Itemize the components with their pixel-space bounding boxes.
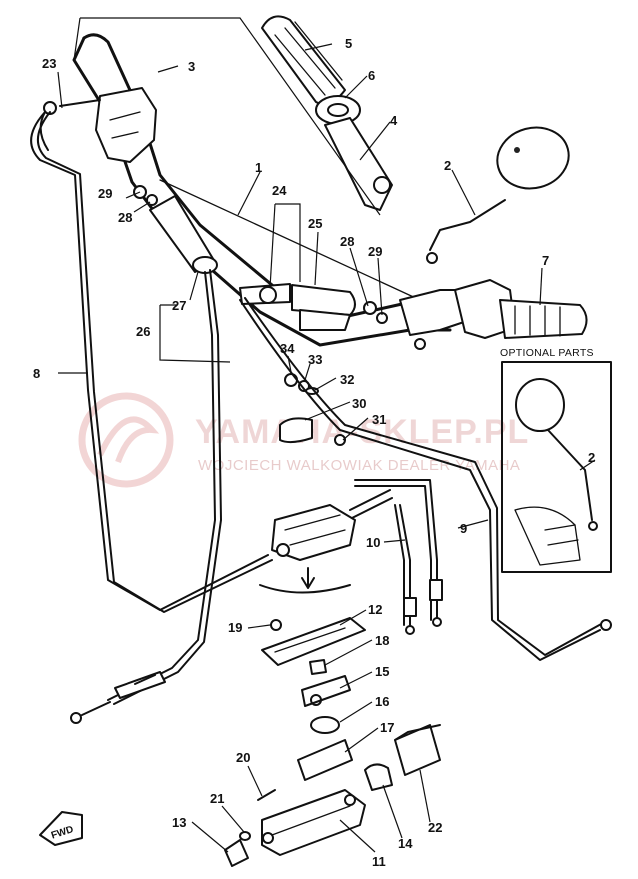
callout-21: 21 bbox=[210, 791, 224, 806]
part-17 bbox=[297, 739, 353, 781]
part-19 bbox=[270, 619, 282, 631]
center-cable-grip bbox=[239, 283, 388, 331]
watermark-title: YAMAHA-SKLEP.PL bbox=[195, 413, 529, 451]
cables bbox=[30, 111, 612, 724]
callout-5: 5 bbox=[345, 36, 352, 51]
part-30 bbox=[279, 417, 313, 444]
callout-16: 16 bbox=[375, 694, 389, 709]
callout-3: 3 bbox=[188, 59, 195, 74]
throttle-grip-assembly bbox=[261, 15, 393, 211]
callout-29-right: 29 bbox=[368, 244, 382, 259]
part-34 bbox=[284, 373, 298, 387]
throttle-cable-junction bbox=[259, 489, 393, 594]
watermark-subtitle: WOJCIECH WALKOWIAK DEALER YAMAHA bbox=[198, 457, 520, 474]
callout-22: 22 bbox=[428, 820, 442, 835]
callout-32: 32 bbox=[340, 372, 354, 387]
callout-30: 30 bbox=[352, 396, 366, 411]
callout-12: 12 bbox=[368, 602, 382, 617]
callout-7: 7 bbox=[542, 253, 549, 268]
callout-15: 15 bbox=[375, 664, 389, 679]
part-15 bbox=[301, 675, 351, 707]
callout-33: 33 bbox=[308, 352, 322, 367]
clamp-parts bbox=[279, 373, 346, 446]
callout-28-left: 28 bbox=[118, 210, 132, 225]
part-16 bbox=[310, 716, 340, 734]
part-20 bbox=[257, 789, 276, 801]
callout-26: 26 bbox=[136, 324, 150, 339]
throttle-housing-parts bbox=[224, 617, 441, 867]
left-switch-housing bbox=[39, 87, 157, 163]
fwd-arrow bbox=[39, 811, 83, 846]
callout-14: 14 bbox=[398, 836, 413, 851]
callout-24: 24 bbox=[272, 183, 287, 198]
callout-optional-2: 2 bbox=[588, 450, 595, 465]
part-14 bbox=[364, 763, 393, 791]
callout-numbers: 1 2 3 4 5 6 7 8 9 10 11 12 13 14 15 16 1… bbox=[33, 36, 595, 869]
leader-lines bbox=[57, 17, 596, 853]
callout-9: 9 bbox=[460, 521, 467, 536]
callout-34: 34 bbox=[280, 341, 295, 356]
callout-25: 25 bbox=[308, 216, 322, 231]
callout-1: 1 bbox=[255, 160, 262, 175]
callout-2: 2 bbox=[444, 158, 451, 173]
part-13 bbox=[224, 839, 249, 867]
optional-parts-box bbox=[501, 361, 612, 573]
callout-13: 13 bbox=[172, 815, 186, 830]
optional-parts-label: OPTIONAL PARTS bbox=[500, 347, 594, 359]
callout-20: 20 bbox=[236, 750, 250, 765]
callout-6: 6 bbox=[368, 68, 375, 83]
right-grip-switch bbox=[399, 279, 588, 350]
callout-31: 31 bbox=[372, 412, 386, 427]
callout-19: 19 bbox=[228, 620, 242, 635]
callout-23: 23 bbox=[42, 56, 56, 71]
part-21 bbox=[239, 831, 251, 841]
callout-27: 27 bbox=[172, 298, 186, 313]
callout-29-left: 29 bbox=[98, 186, 112, 201]
part-31 bbox=[334, 434, 346, 446]
callout-17: 17 bbox=[380, 720, 394, 735]
mirror bbox=[426, 126, 570, 264]
callout-11: 11 bbox=[372, 854, 386, 869]
callout-10: 10 bbox=[366, 535, 380, 550]
part-11 bbox=[261, 789, 366, 856]
callout-18: 18 bbox=[375, 633, 389, 648]
part-22 bbox=[394, 724, 441, 776]
callout-8: 8 bbox=[33, 366, 40, 381]
callout-28-right: 28 bbox=[340, 234, 354, 249]
callout-4: 4 bbox=[390, 113, 398, 128]
part-18 bbox=[309, 659, 327, 675]
